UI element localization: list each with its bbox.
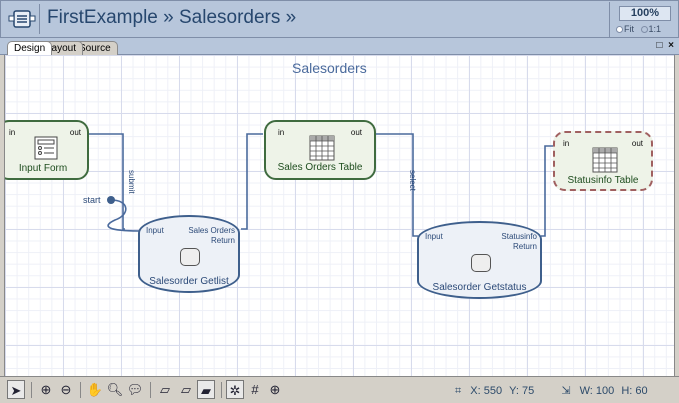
tab-bar: Source Layout Design □ × [0,38,679,56]
canvas-title: Salesorders [292,60,367,76]
position-icon: ⌗ [455,385,462,397]
input-form-node[interactable]: in out Input Form [5,120,89,180]
design-canvas[interactable]: Salesorders start submit select in out I… [4,55,675,376]
fit-label: Fit [624,24,634,34]
one-to-one-label: 1:1 [648,24,662,34]
select-edge-label: select [408,170,417,191]
input-port-label: Input [425,232,443,241]
start-label: start [83,195,101,205]
select-pointer-icon[interactable]: ➤ [7,380,25,399]
in-port-label: in [563,139,570,148]
fit-radio[interactable] [616,26,623,33]
sales-orders-table-node[interactable]: in out Sales Orders Table [264,120,376,180]
y-value: 75 [522,385,535,397]
node-label: Sales Orders Table [277,162,363,173]
target-icon[interactable]: ⊕ [269,382,281,397]
module-icon [4,4,40,34]
maximize-icon[interactable]: □ [656,40,663,51]
in-port-label: in [9,128,16,137]
return-port-label: Return [210,236,235,245]
in-port-label: in [278,128,285,137]
h-value: 60 [635,385,648,397]
one-to-one-radio[interactable] [640,26,648,33]
statusinfo-table-node[interactable]: in out Statusinfo Table [553,131,653,191]
position-status: ⌗ X: 550 Y: 75 ⇲ W: 100 H: 60 [455,385,648,397]
service-icon [471,254,491,272]
snap-icon[interactable]: ✲ [226,380,244,399]
zoom-in-icon[interactable]: ⊕ [40,382,52,397]
out-port-label: out [631,139,643,148]
salesorder-getlist-node[interactable]: Input Sales Orders Return Salesorder Get… [138,215,240,293]
tab-design[interactable]: Design [7,41,53,56]
close-icon[interactable]: × [668,40,674,51]
pan-hand-icon[interactable]: ✋ [86,382,104,397]
node-label: Salesorder Getlist [149,276,229,287]
grid-icon[interactable]: # [251,382,259,397]
title-bar: FirstExample » Salesorders » 100% Fit 1:… [0,0,679,38]
form-icon [34,136,58,160]
zoom-out-icon[interactable]: ⊖ [60,382,72,397]
out-port-label: out [69,128,81,137]
connection-wires [85,133,553,237]
table-icon [592,147,618,173]
size-icon: ⇲ [561,385,571,397]
zoom-level[interactable]: 100% [619,6,671,21]
layer-2-icon[interactable]: ▱ [181,382,191,397]
input-port-label: Input [146,226,164,235]
node-label: Salesorder Getstatus [432,282,527,293]
w-value: 100 [595,385,615,397]
node-label: Statusinfo Table [567,175,639,186]
node-label: Input Form [18,163,68,174]
layer-1-icon[interactable]: ▱ [160,382,170,397]
x-value: 550 [483,385,503,397]
zoom-control: 100% Fit 1:1 [609,2,679,37]
comment-icon[interactable]: 💬︎ [126,382,144,397]
out-port-label: out [350,128,362,137]
sales-orders-port-label: Sales Orders [188,226,235,235]
salesorder-getstatus-node[interactable]: Input Statusinfo Return Salesorder Getst… [417,221,542,299]
statusinfo-port-label: Statusinfo [501,232,537,241]
return-port-label: Return [512,242,537,251]
service-icon [180,248,200,266]
zoom-lens-icon[interactable]: 🔍︎ [106,382,124,397]
table-icon [309,135,335,161]
submit-edge-label: submit [127,170,136,194]
page-title: FirstExample » Salesorders » [47,7,297,28]
bottom-toolbar: ➤ ⊕ ⊖ ✋ 🔍︎ 💬︎ ▱ ▱ ▰ ✲ # ⊕ ⌗ X: 550 Y: 75… [0,376,679,403]
layer-3-icon[interactable]: ▰ [197,380,215,399]
